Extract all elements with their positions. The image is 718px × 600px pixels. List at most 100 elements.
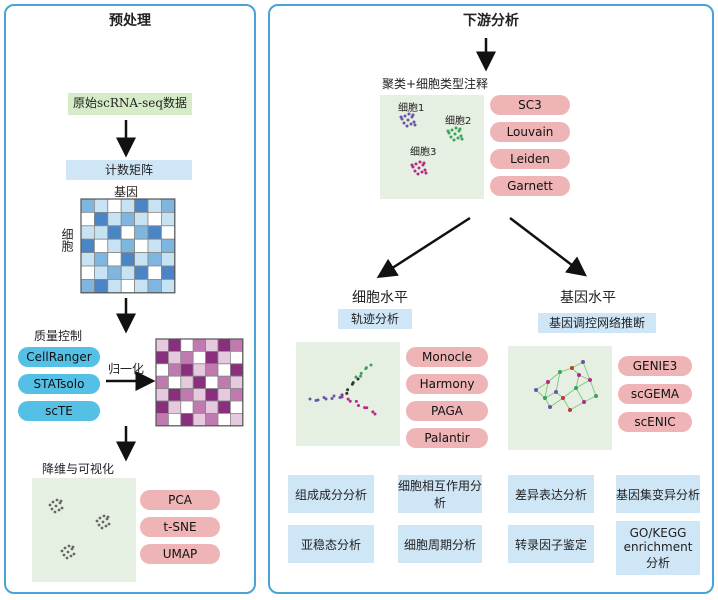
qc-label: 质量控制 — [34, 329, 83, 343]
cluster-point — [405, 124, 409, 128]
network-node — [558, 370, 562, 374]
trajectory-point — [356, 377, 360, 381]
count-matrix-box: 计数矩阵 — [66, 160, 192, 180]
gene-level-title: 基因水平 — [560, 290, 616, 306]
qc-tool-cellranger[interactable]: CellRanger — [18, 347, 100, 367]
analysis-composition[interactable]: 组成成分分析 — [288, 475, 374, 513]
analysis-tf-identification[interactable]: 转录因子鉴定 — [508, 525, 594, 563]
trajectory-point — [364, 366, 368, 370]
dimred-tool-tsne[interactable]: t-SNE — [140, 517, 220, 537]
network-node — [546, 380, 550, 384]
cluster-tool-leiden[interactable]: Leiden — [490, 149, 570, 169]
traj-tool-monocle[interactable]: Monocle — [406, 347, 488, 367]
qc-tool-statsolo[interactable]: STATsolo — [18, 374, 100, 394]
network-edge — [575, 374, 580, 389]
cluster-point — [450, 128, 454, 132]
scatter-point — [60, 549, 64, 553]
analysis-cell-interaction[interactable]: 细胞相互作用分析 — [398, 475, 482, 513]
cluster-tool-garnett[interactable]: Garnett — [490, 176, 570, 196]
downstream-panel — [268, 4, 714, 594]
dimred-tool-umap[interactable]: UMAP — [140, 544, 220, 564]
count-matrix-grid — [80, 198, 176, 294]
cluster-point — [456, 136, 460, 140]
grn-plot — [508, 346, 612, 450]
network-node — [543, 396, 547, 400]
trajectory-point — [308, 397, 312, 401]
grn-tool-genie3[interactable]: GENIE3 — [618, 356, 692, 376]
network-node — [561, 396, 565, 400]
cluster-point — [420, 170, 424, 174]
analysis-metastable[interactable]: 亚稳态分析 — [288, 525, 374, 563]
network-node — [554, 390, 558, 394]
trajectory-point — [359, 371, 363, 375]
scatter-point — [106, 515, 110, 519]
trajectory-point — [357, 404, 360, 407]
cluster-point — [402, 121, 406, 125]
dimred-tool-pca[interactable]: PCA — [140, 490, 220, 510]
analysis-diff-expression[interactable]: 差异表达分析 — [508, 475, 594, 513]
cluster-tool-louvain[interactable]: Louvain — [490, 122, 570, 142]
trajectory-point — [373, 412, 377, 416]
network-edge — [589, 379, 597, 397]
network-edge — [582, 361, 591, 381]
trajectory-point — [324, 397, 328, 401]
network-node — [570, 366, 574, 370]
traj-tool-palantir[interactable]: Palantir — [406, 428, 488, 448]
grn-tool-scenic[interactable]: scENIC — [618, 412, 692, 432]
cluster-point — [422, 161, 426, 165]
trajectory-point — [371, 410, 375, 414]
network-node — [574, 386, 578, 390]
cluster-point — [399, 115, 403, 119]
scatter-point — [48, 503, 52, 507]
network-edge — [578, 374, 591, 381]
analysis-go-kegg[interactable]: GO/KEGG enrichment 分析 — [616, 521, 700, 575]
scatter-point — [71, 545, 75, 549]
cluster-point — [413, 169, 417, 173]
qc-tool-scte[interactable]: scTE — [18, 401, 100, 421]
grn-box: 基因调控网络推断 — [538, 313, 656, 333]
cluster-point — [413, 123, 417, 127]
network-edge — [575, 387, 585, 403]
cluster-point — [453, 132, 457, 136]
cluster-point — [409, 122, 413, 126]
cluster-point — [414, 162, 418, 166]
cluster-point — [418, 160, 422, 164]
cluster-point — [452, 138, 456, 142]
cluster-point — [412, 120, 416, 124]
normalize-label: 归一化 — [108, 362, 145, 376]
network-edge — [562, 387, 577, 399]
network-edge — [544, 381, 549, 399]
trajectory-point — [369, 363, 373, 367]
analysis-cell-cycle[interactable]: 细胞周期分析 — [398, 525, 482, 563]
trajectory-point — [332, 394, 336, 398]
traj-tool-paga[interactable]: PAGA — [406, 401, 488, 421]
trajectory-point — [365, 406, 369, 410]
grn-tool-scgema[interactable]: scGEMA — [618, 384, 692, 404]
network-edge — [555, 371, 561, 393]
scatter-point — [63, 546, 67, 550]
network-node — [568, 408, 572, 412]
cluster-point — [424, 171, 428, 175]
analysis-gsva[interactable]: 基因集变异分析 — [616, 475, 700, 513]
downstream-title: 下游分析 — [463, 13, 519, 29]
cluster-point — [458, 127, 462, 131]
cluster-tool-sc3[interactable]: SC3 — [490, 95, 570, 115]
cluster-point — [449, 135, 453, 139]
scatter-point — [102, 514, 106, 518]
dimred-plot — [32, 478, 136, 582]
scatter-point — [54, 504, 58, 508]
cluster-title: 聚类+细胞类型注释 — [382, 77, 489, 91]
trajectory-point — [330, 397, 334, 400]
network-edge — [544, 391, 557, 399]
scatter-point — [67, 544, 71, 548]
network-node — [548, 405, 552, 409]
network-edge — [535, 389, 546, 399]
trajectory-point — [346, 388, 350, 392]
scatter-point — [98, 516, 102, 520]
cluster-point — [411, 113, 415, 117]
traj-tool-harmony[interactable]: Harmony — [406, 374, 488, 394]
cell-axis-label: 细胞 — [60, 228, 74, 252]
cluster-point — [403, 114, 407, 118]
trajectory-box: 轨迹分析 — [338, 309, 412, 329]
